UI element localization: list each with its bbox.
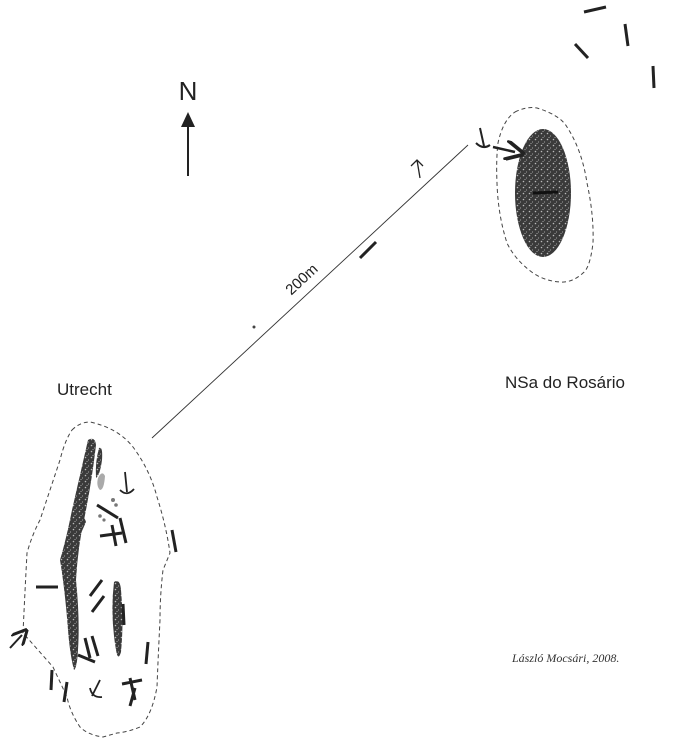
scale-label: 200m bbox=[282, 261, 321, 299]
distance-line bbox=[151, 144, 469, 439]
site-label-utrecht: Utrecht bbox=[57, 380, 112, 399]
site-boundary bbox=[22, 421, 171, 738]
anchor-icon bbox=[475, 127, 491, 149]
arrow-mark bbox=[492, 147, 515, 152]
tool-mark bbox=[532, 190, 559, 195]
credit-signature: László Mocsári, 2008. bbox=[511, 651, 619, 665]
north-label: N bbox=[179, 76, 198, 106]
stone-ridge bbox=[95, 447, 103, 478]
site-nsa-do-rosario: NSa do Rosário bbox=[475, 107, 625, 392]
scattered-marks bbox=[573, 5, 656, 89]
tool-marks bbox=[9, 471, 178, 707]
small-mark bbox=[252, 325, 256, 329]
light-stone bbox=[97, 473, 105, 490]
site-label-rosario: NSa do Rosário bbox=[505, 373, 625, 392]
anchor-icon bbox=[410, 159, 424, 179]
site-boundary bbox=[496, 107, 594, 283]
tool-mark bbox=[358, 240, 378, 260]
small-stones bbox=[98, 498, 118, 522]
stone-ridge bbox=[112, 581, 123, 657]
north-arrow: N bbox=[179, 76, 198, 176]
north-arrow-head-icon bbox=[181, 112, 195, 127]
stone-ridge bbox=[60, 438, 96, 670]
site-utrecht: Utrecht bbox=[9, 380, 178, 738]
stone-ridge bbox=[78, 517, 86, 540]
